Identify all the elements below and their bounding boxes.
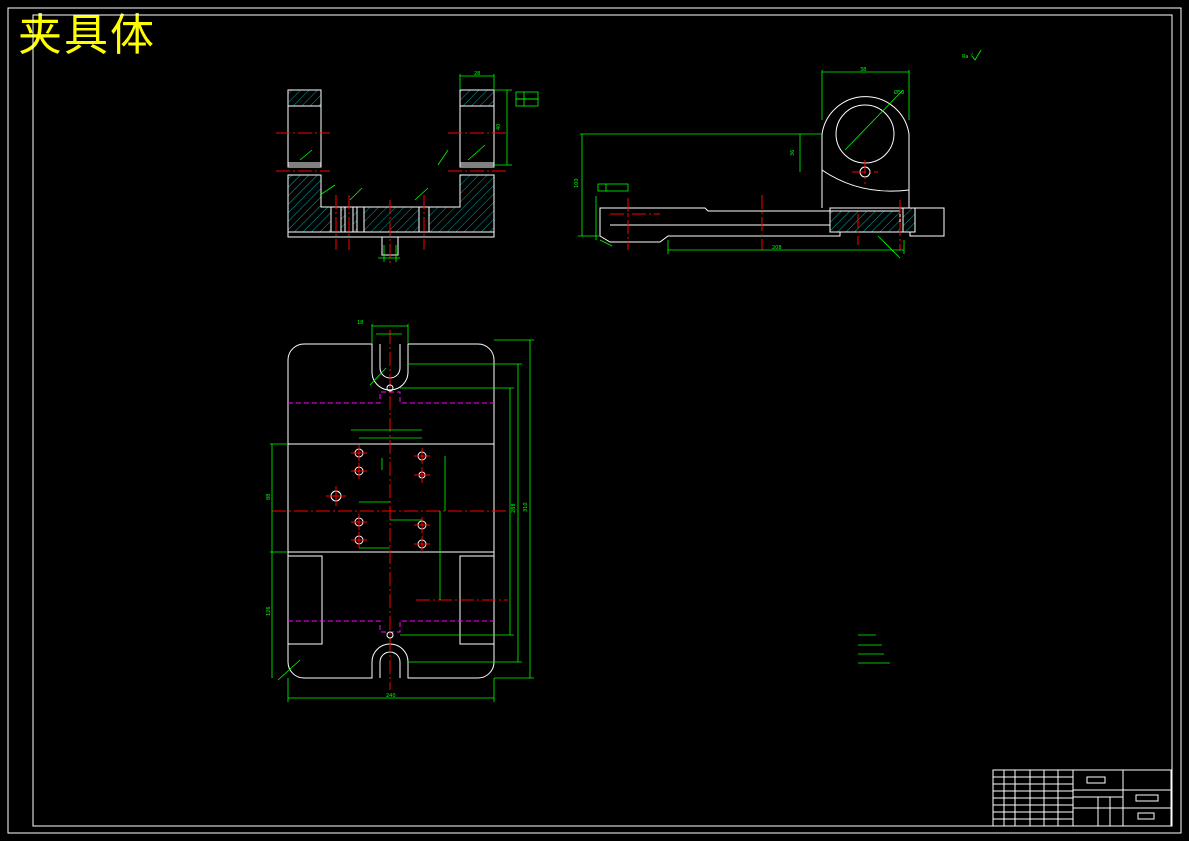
svg-text:18: 18: [357, 320, 363, 326]
svg-text:100: 100: [574, 178, 580, 188]
svg-text:Ra: Ra: [962, 54, 968, 60]
svg-text:Ø50: Ø50: [894, 89, 904, 96]
svg-text:88: 88: [266, 494, 272, 500]
title-block: [992, 769, 1172, 827]
svg-text:38: 38: [860, 67, 866, 73]
inner-frame: [32, 14, 1173, 827]
svg-text:240: 240: [386, 693, 396, 699]
technical-notes: [858, 634, 890, 664]
svg-text:288: 288: [511, 503, 517, 513]
side-section-view: 38 Ø50 100 36 208 Ra: [574, 49, 982, 259]
svg-text:40: 40: [496, 124, 502, 130]
svg-text:208: 208: [772, 245, 782, 251]
outer-frame: [7, 7, 1182, 834]
svg-text:310: 310: [523, 502, 529, 512]
front-section-view: 28 40: [276, 71, 539, 265]
drawing-title: 夹具体: [18, 10, 156, 61]
svg-text:28: 28: [474, 71, 480, 77]
svg-text:36: 36: [790, 150, 796, 156]
svg-text:126: 126: [266, 606, 272, 616]
roughness-symbol: ✓: [970, 52, 974, 58]
top-plan-view: 18 310 288 88 126 240: [266, 320, 534, 702]
